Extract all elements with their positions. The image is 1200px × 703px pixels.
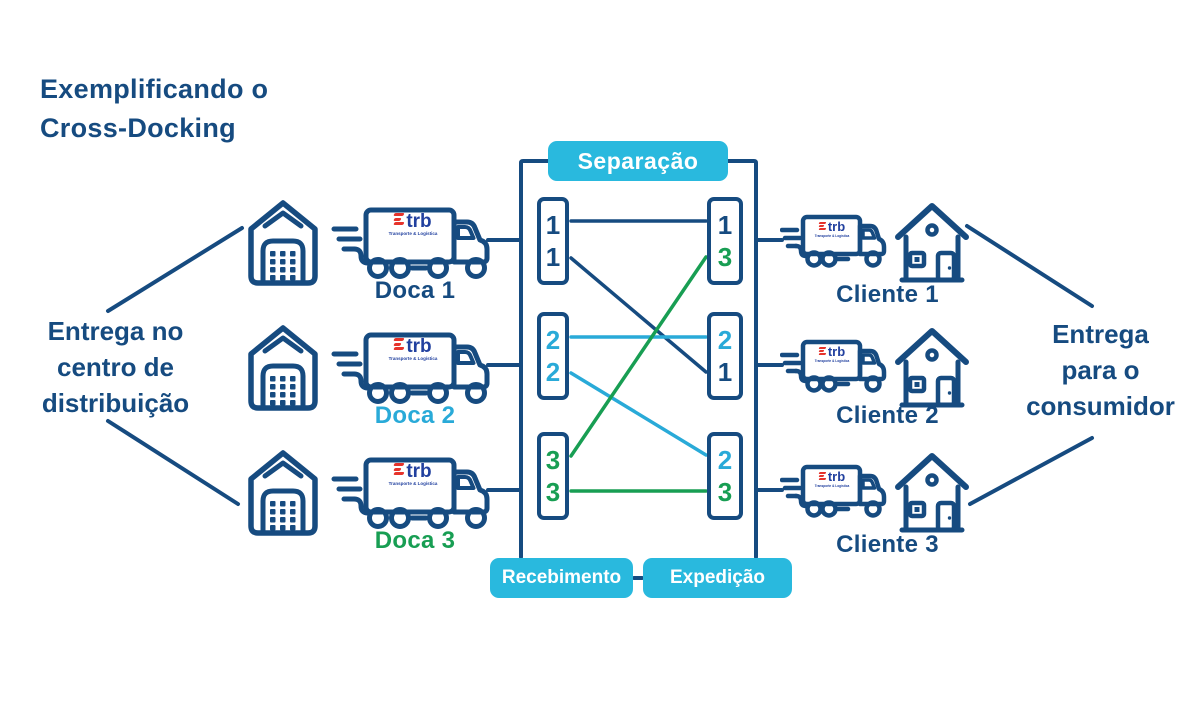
slot-digit: 2 <box>717 445 733 475</box>
receiving-slot-3: 3 3 <box>537 432 569 520</box>
trb-logo-tagline: Transporte & Logística <box>814 359 850 363</box>
slot-digit: 1 <box>717 357 733 387</box>
trb-logo-mark-icon <box>393 463 405 475</box>
shipping-slot-2: 2 1 <box>707 312 743 400</box>
slot-digit: 2 <box>545 357 561 387</box>
fan-line-right-bottom <box>968 436 1094 506</box>
warehouse-icon <box>243 194 323 286</box>
trb-logo: trb Transporte & Logística <box>374 211 452 236</box>
dock-truck-2: trb Transporte & Logística <box>330 327 500 405</box>
fan-line-right-top <box>965 224 1094 308</box>
delivery-truck-3: trb Transporte & Logística <box>780 461 890 523</box>
trb-logo-tagline: Transporte & Logística <box>388 481 438 486</box>
trb-logo-text: trb <box>406 461 432 482</box>
trb-logo-mark-icon <box>818 471 827 480</box>
house-icon <box>893 322 971 410</box>
shipping-slot-1: 1 3 <box>707 197 743 285</box>
trb-logo-mark-icon <box>818 221 827 230</box>
shipping-slot-3: 2 3 <box>707 432 743 520</box>
fan-line-left-bottom <box>106 419 240 506</box>
slot-digit: 3 <box>717 242 733 272</box>
left-caption: Entrega no centro de distribuição <box>41 316 190 418</box>
house-icon <box>893 447 971 535</box>
trb-logo-tagline: Transporte & Logística <box>814 484 850 488</box>
trb-logo-mark-icon <box>393 338 405 350</box>
right-caption: Entrega para o consumidor <box>1026 319 1175 421</box>
dock-label-3: Doca 3 <box>374 527 456 554</box>
trb-logo-text: trb <box>827 219 846 234</box>
trb-logo: trb Transporte & Logística <box>807 469 857 488</box>
trb-logo-text: trb <box>827 469 846 484</box>
slot-digit: 1 <box>545 210 561 240</box>
slot-digit: 3 <box>545 477 561 507</box>
delivery-truck-1: trb Transporte & Logística <box>780 211 890 273</box>
trb-logo-mark-icon <box>393 213 405 225</box>
fan-line-left-top <box>106 226 244 313</box>
dock-label-1: Doca 1 <box>374 277 456 304</box>
trb-logo-text: trb <box>406 211 432 232</box>
shipping-stub-lines <box>754 238 784 492</box>
slot-digit: 2 <box>717 325 733 355</box>
trb-logo: trb Transporte & Logística <box>374 336 452 361</box>
trb-logo-tagline: Transporte & Logística <box>388 356 438 361</box>
trb-logo: trb Transporte & Logística <box>807 219 857 238</box>
house-icon <box>893 197 971 285</box>
trb-logo: trb Transporte & Logística <box>807 344 857 363</box>
recebimento-badge: Recebimento <box>490 558 633 598</box>
receiving-slot-2: 2 2 <box>537 312 569 400</box>
slot-digit: 3 <box>545 445 561 475</box>
page-title: Exemplificando o Cross-Docking <box>40 74 269 143</box>
dock-truck-1: trb Transporte & Logística <box>330 202 500 280</box>
slot-digit: 2 <box>545 325 561 355</box>
route-line-dock3-client1 <box>569 255 708 458</box>
client-label-3: Cliente 3 <box>836 531 939 558</box>
slot-digit: 3 <box>717 477 733 507</box>
trb-logo-tagline: Transporte & Logística <box>814 234 850 238</box>
trb-logo-text: trb <box>406 336 432 357</box>
trb-logo-tagline: Transporte & Logística <box>388 231 438 236</box>
client-label-1: Cliente 1 <box>836 281 939 308</box>
trb-logo: trb Transporte & Logística <box>374 461 452 486</box>
route-line-dock1-client2 <box>569 256 708 374</box>
delivery-truck-2: trb Transporte & Logística <box>780 336 890 398</box>
separacao-badge: Separação <box>548 141 728 181</box>
route-line-dock2-client3 <box>569 371 708 457</box>
slot-digit: 1 <box>545 242 561 272</box>
client-label-2: Cliente 2 <box>836 402 939 429</box>
expedicao-badge: Expedição <box>643 558 792 598</box>
trb-logo-text: trb <box>827 344 846 359</box>
trb-logo-mark-icon <box>818 346 827 355</box>
dock-label-2: Doca 2 <box>374 402 456 429</box>
warehouse-icon <box>243 319 323 411</box>
warehouse-icon <box>243 444 323 536</box>
slot-digit: 1 <box>717 210 733 240</box>
dock-truck-3: trb Transporte & Logística <box>330 452 500 530</box>
receiving-slot-1: 1 1 <box>537 197 569 285</box>
